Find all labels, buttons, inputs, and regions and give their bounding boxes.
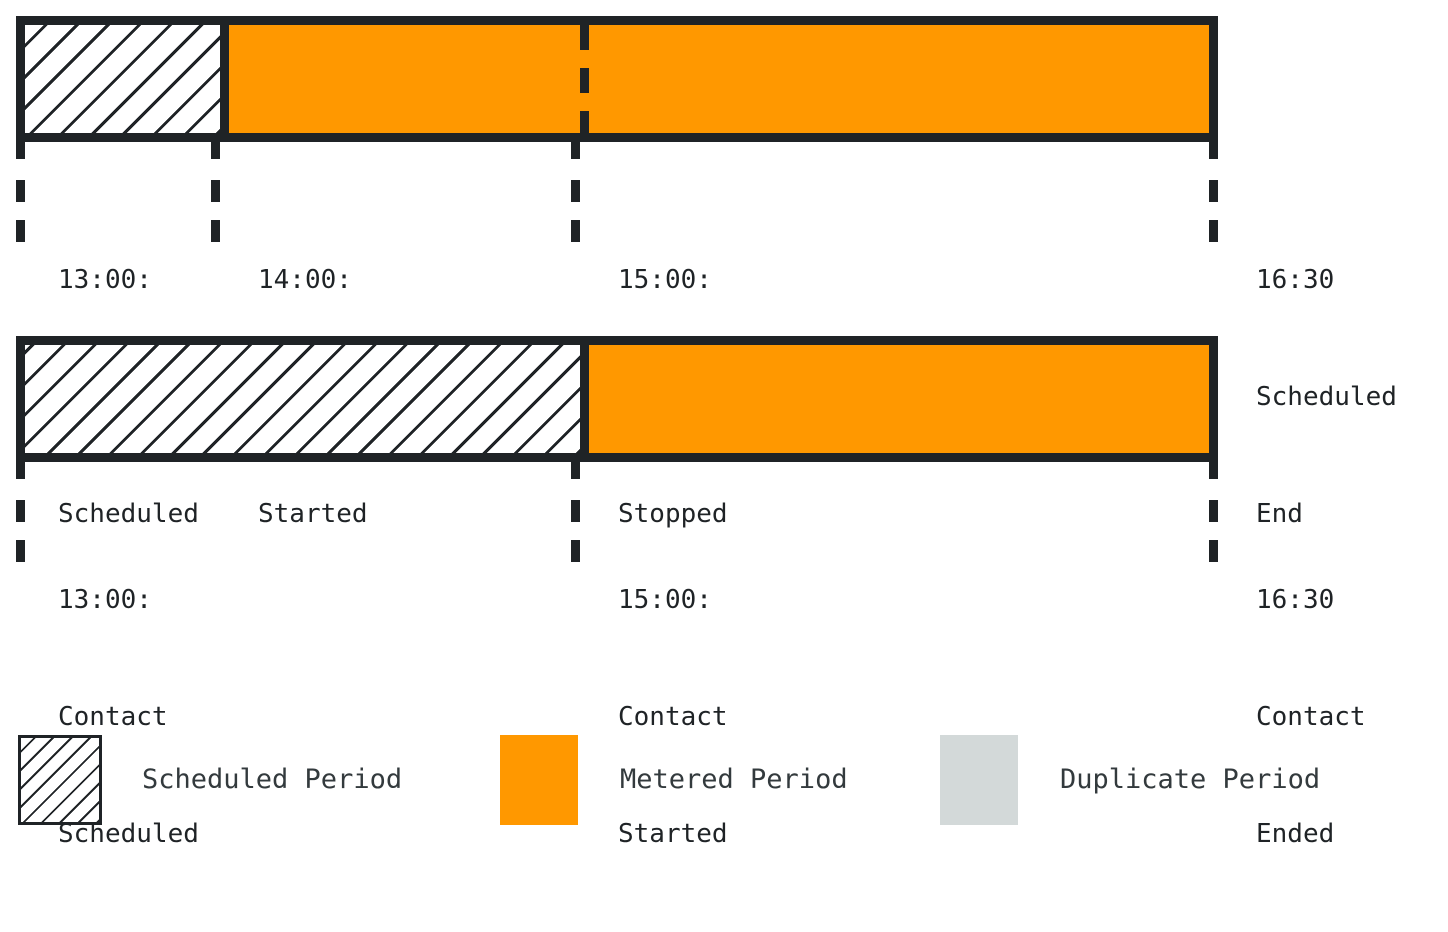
legend-item-scheduled-period: Scheduled Period (18, 730, 402, 830)
marker-line3: Stopped (618, 499, 728, 529)
legend-label-scheduled-period: Scheduled Period (142, 764, 403, 795)
tick-dash-1630-row2 (1209, 500, 1218, 562)
segment-metered-row1 (220, 25, 1209, 133)
segment-divider-1500 (580, 345, 589, 453)
marker-label-1500-row2: 15:00: Contact Started (618, 503, 728, 932)
marker-time: 14:00: (258, 265, 352, 295)
marker-line3: End (1256, 499, 1303, 529)
legend-label-duplicate-period: Duplicate Period (1060, 764, 1321, 795)
marker-line3: Started (258, 499, 368, 529)
segment-metered-row2 (580, 345, 1209, 453)
marker-time: 16:30 (1256, 265, 1335, 295)
timeline-diagram: 13:00: Contact Scheduled 14:00: Contact … (0, 16, 1448, 849)
timeline-row-1 (16, 16, 1218, 142)
marker-label-1630-row2: 16:30 Contact Ended (1256, 503, 1366, 932)
marker-line2: Scheduled (1256, 382, 1397, 412)
marker-line2: Contact (618, 702, 728, 732)
segment-scheduled-row1 (25, 25, 220, 133)
legend-swatch-hatch-icon (18, 735, 102, 825)
marker-time: 15:00: (618, 585, 712, 615)
legend-item-metered-period: Metered Period (500, 730, 848, 830)
marker-label-1630-row1: 16:30 Scheduled End (1256, 183, 1397, 612)
marker-time: 13:00: (58, 585, 152, 615)
tick-dash-1630-row1 (1209, 180, 1218, 242)
segment-scheduled-row2 (25, 345, 580, 453)
marker-time: 16:30 (1256, 585, 1335, 615)
timeline-row-2 (16, 336, 1218, 462)
marker-time: 15:00: (618, 265, 712, 295)
legend-item-duplicate-period: Duplicate Period (940, 730, 1320, 830)
marker-line2: Contact (1256, 702, 1366, 732)
legend: Scheduled Period Metered Period Duplicat… (0, 730, 1448, 840)
tick-stub-1400-row1 (211, 142, 220, 159)
marker-time: 13:00: (58, 265, 152, 295)
marker-line2: Contact (58, 702, 168, 732)
tick-stub-1630-row2 (1209, 462, 1218, 479)
legend-swatch-orange-icon (500, 735, 578, 825)
timeline-bar-2 (16, 336, 1218, 462)
tick-stub-1500-row1 (571, 142, 580, 159)
marker-dashed-1500-row1 (580, 25, 589, 133)
tick-dash-1300-row2 (16, 500, 25, 562)
tick-dash-1400-row1 (211, 180, 220, 242)
marker-line3: Scheduled (58, 499, 199, 529)
tick-stub-1500-row2 (571, 462, 580, 479)
tick-stub-1300-row2 (16, 462, 25, 479)
tick-dash-1300-row1 (16, 180, 25, 242)
tick-dash-1500-row2 (571, 500, 580, 562)
legend-swatch-gray-icon (940, 735, 1018, 825)
legend-label-metered-period: Metered Period (620, 764, 848, 795)
tick-dash-1500-row1 (571, 180, 580, 242)
marker-label-1300-row2: 13:00: Contact Scheduled (58, 503, 199, 932)
timeline-bar-1 (16, 16, 1218, 142)
tick-stub-1300-row1 (16, 142, 25, 159)
segment-divider-1400 (220, 25, 229, 133)
tick-stub-1630-row1 (1209, 142, 1218, 159)
